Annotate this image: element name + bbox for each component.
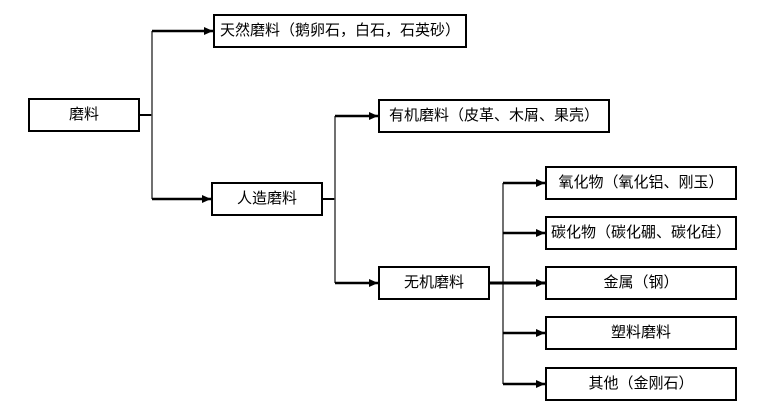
node-inorganic-abrasive: 无机磨料	[378, 266, 490, 300]
node-organic-abrasive: 有机磨料（皮革、木屑、果壳）	[378, 99, 610, 133]
node-other: 其他（金刚石）	[545, 367, 737, 401]
node-carbide: 碳化物（碳化硼、碳化硅）	[545, 216, 737, 250]
node-natural-abrasive: 天然磨料（鹅卵石，白石，石英砂）	[213, 14, 467, 48]
node-abrasive-root: 磨料	[28, 98, 140, 132]
node-artificial-abrasive: 人造磨料	[211, 182, 323, 216]
node-metal: 金属（钢）	[545, 266, 737, 300]
node-oxide: 氧化物（氧化铝、刚玉）	[545, 166, 737, 200]
node-plastic-abrasive: 塑料磨料	[545, 316, 737, 350]
